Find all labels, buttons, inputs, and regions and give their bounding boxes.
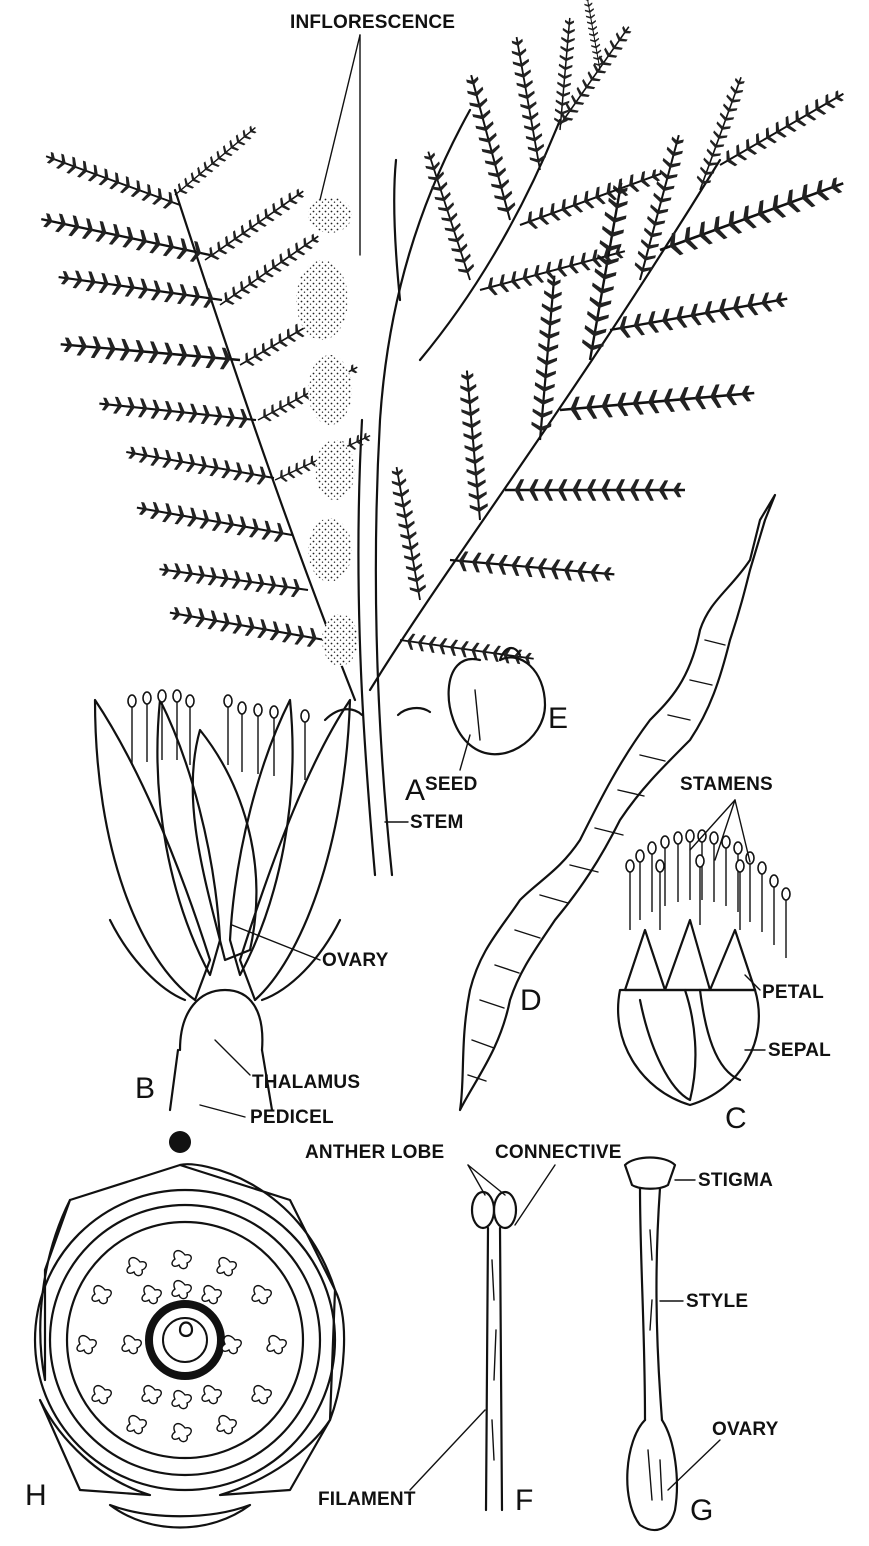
panel-letter-c: C: [725, 1102, 747, 1135]
panel-letter-b: B: [135, 1072, 155, 1105]
panel-letter-h: H: [25, 1479, 47, 1512]
label-ovary-g: OVARY: [712, 1419, 779, 1440]
seed-drawing: [449, 648, 545, 754]
label-sepal: SEPAL: [768, 1040, 831, 1061]
pistil: [625, 1158, 677, 1531]
label-anther-lobe: ANTHER LOBE: [305, 1142, 444, 1163]
label-stamens: STAMENS: [680, 774, 773, 795]
panel-letter-d: D: [520, 984, 542, 1017]
thalamus-leader: [215, 1040, 250, 1075]
single-stamen: [472, 1192, 516, 1510]
inflorescence-leader-1: [320, 35, 360, 200]
connective-leader: [515, 1165, 555, 1225]
stamens-leader-1: [715, 800, 735, 860]
petal-leader: [745, 975, 760, 990]
compound-leaf-branch: [39, 0, 848, 875]
label-stem: STEM: [410, 812, 464, 833]
label-seed: SEED: [425, 774, 478, 795]
label-style: STYLE: [686, 1291, 748, 1312]
label-pedicel: PEDICEL: [250, 1107, 334, 1128]
pedicel-leader: [200, 1105, 245, 1117]
flower-external-view: [618, 830, 790, 1105]
label-petal: PETAL: [762, 982, 824, 1003]
panel-letter-g: G: [690, 1494, 714, 1527]
anther-lobe-leader-2: [468, 1165, 505, 1195]
panel-letter-f: F: [515, 1484, 534, 1517]
label-inflorescence: INFLORESCENCE: [290, 12, 455, 33]
panel-letter-a: A: [405, 774, 425, 807]
label-filament: FILAMENT: [318, 1489, 416, 1510]
label-stigma: STIGMA: [698, 1170, 773, 1191]
label-ovary-b: OVARY: [322, 950, 389, 971]
label-thalamus: THALAMUS: [252, 1072, 360, 1093]
panel-letter-e: E: [548, 702, 568, 735]
label-connective: CONNECTIVE: [495, 1142, 622, 1163]
filament-leader: [410, 1410, 485, 1490]
floral-diagram: [35, 1131, 344, 1528]
anther-lobe-leader-1: [468, 1165, 485, 1195]
